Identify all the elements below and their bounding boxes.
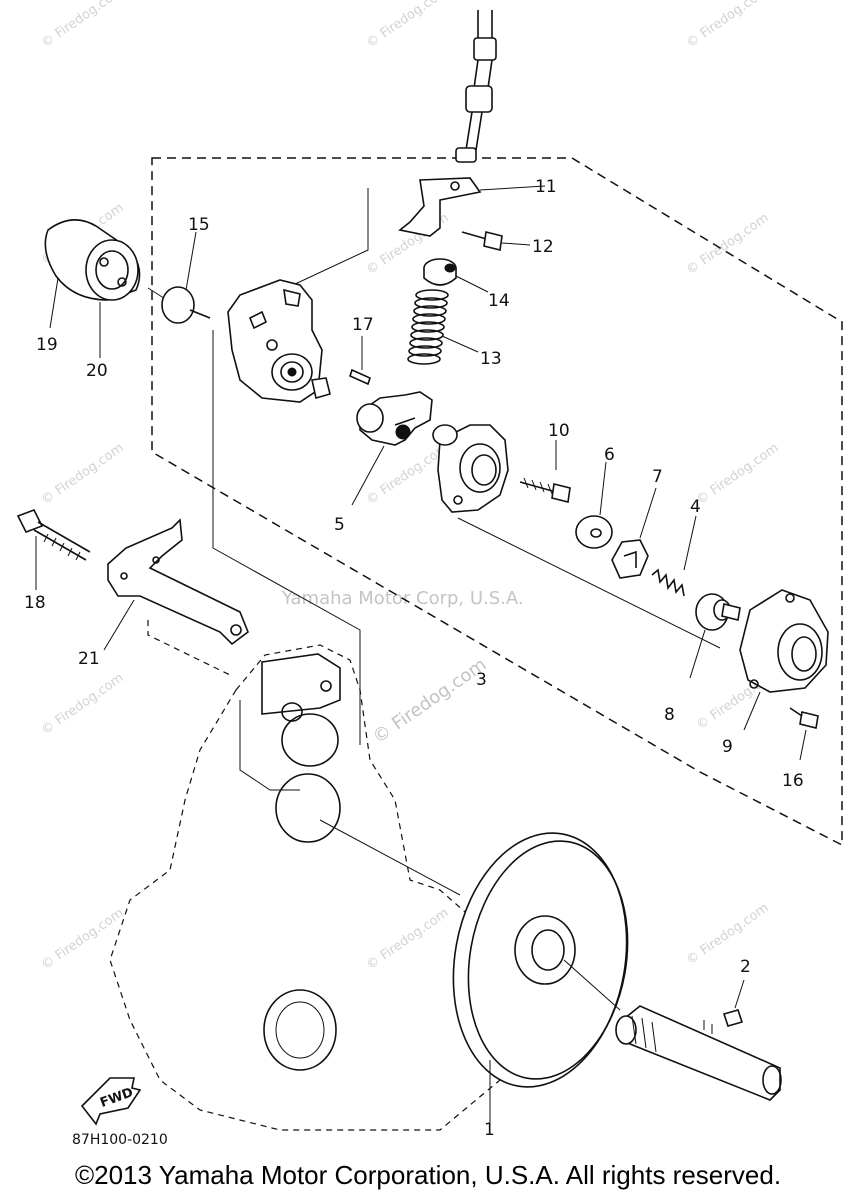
part-labels: 1 2 3 4 5 6 7 8 9 10 11 12 13 14 15 16 1… xyxy=(24,177,804,1140)
part-17-pin xyxy=(349,336,371,386)
watermark: © Firedog.com xyxy=(39,0,127,51)
watermark: © Firedog.com xyxy=(684,211,772,279)
part-10-bolt xyxy=(519,440,571,503)
part-2-key xyxy=(703,979,745,1034)
part-11-lever-bracket xyxy=(398,177,546,237)
part-16-screw xyxy=(789,707,819,761)
diagram-code: 87H100-0210 xyxy=(72,1132,168,1148)
cover-housing xyxy=(432,424,509,513)
watermark: © Firedog.com xyxy=(684,0,772,51)
watermark: © Firedog.com xyxy=(369,654,491,748)
watermark: © Firedog.com xyxy=(364,906,452,974)
part-19-20-boot xyxy=(44,219,141,358)
part-5-cam-lever xyxy=(351,391,433,506)
housing xyxy=(227,279,331,403)
assembly-outline xyxy=(147,157,843,847)
part-label-10: 10 xyxy=(548,421,570,441)
part-label-3: 3 xyxy=(476,670,487,690)
watermark: © Firedog.com xyxy=(39,441,127,509)
part-label-5: 5 xyxy=(334,515,345,535)
part-label-6: 6 xyxy=(604,445,615,465)
part-label-21: 21 xyxy=(78,649,100,669)
part-label-17: 17 xyxy=(352,315,374,335)
part-15-plug xyxy=(161,231,211,324)
fwd-arrow-icon: FWD xyxy=(80,1077,142,1126)
part-label-14: 14 xyxy=(488,291,510,311)
part-6-washer xyxy=(575,461,613,549)
part-1-pulley xyxy=(452,832,629,1130)
part-label-2: 2 xyxy=(740,957,751,977)
part-4-spring xyxy=(651,515,697,597)
part-8-plunger xyxy=(689,593,741,679)
watermark-layer: © Firedog.com © Firedog.com © Firedog.co… xyxy=(39,0,782,973)
part-label-18: 18 xyxy=(24,593,46,613)
watermark: © Firedog.com xyxy=(694,441,782,509)
part-21-bracket xyxy=(103,518,249,651)
watermark: © Firedog.com xyxy=(684,901,772,969)
part-label-11: 11 xyxy=(535,177,557,197)
part-label-7: 7 xyxy=(652,467,663,487)
watermark: © Firedog.com xyxy=(364,0,452,51)
part-13-spring xyxy=(407,289,479,365)
watermark: © Firedog.com xyxy=(39,671,127,739)
part-label-4: 4 xyxy=(690,497,701,517)
part-label-20: 20 xyxy=(86,361,108,381)
part-label-19: 19 xyxy=(36,335,58,355)
part-label-16: 16 xyxy=(782,771,804,791)
part-14-collar xyxy=(423,258,489,293)
part-label-1: 1 xyxy=(484,1120,495,1140)
part-7-plate xyxy=(611,487,657,579)
part-label-8: 8 xyxy=(664,705,675,725)
watermark: © Firedog.com xyxy=(39,906,127,974)
part-label-13: 13 xyxy=(480,349,502,369)
part-9-cap xyxy=(739,589,829,731)
part-label-12: 12 xyxy=(532,237,554,257)
part-label-9: 9 xyxy=(722,737,733,757)
part-12-bolt xyxy=(461,231,531,251)
part-18-bolt xyxy=(16,508,91,590)
throttle-cable xyxy=(455,10,497,163)
copyright-notice: ©2013 Yamaha Motor Corporation, U.S.A. A… xyxy=(74,1160,782,1190)
drive-shaft xyxy=(563,959,782,1101)
part-label-15: 15 xyxy=(188,215,210,235)
